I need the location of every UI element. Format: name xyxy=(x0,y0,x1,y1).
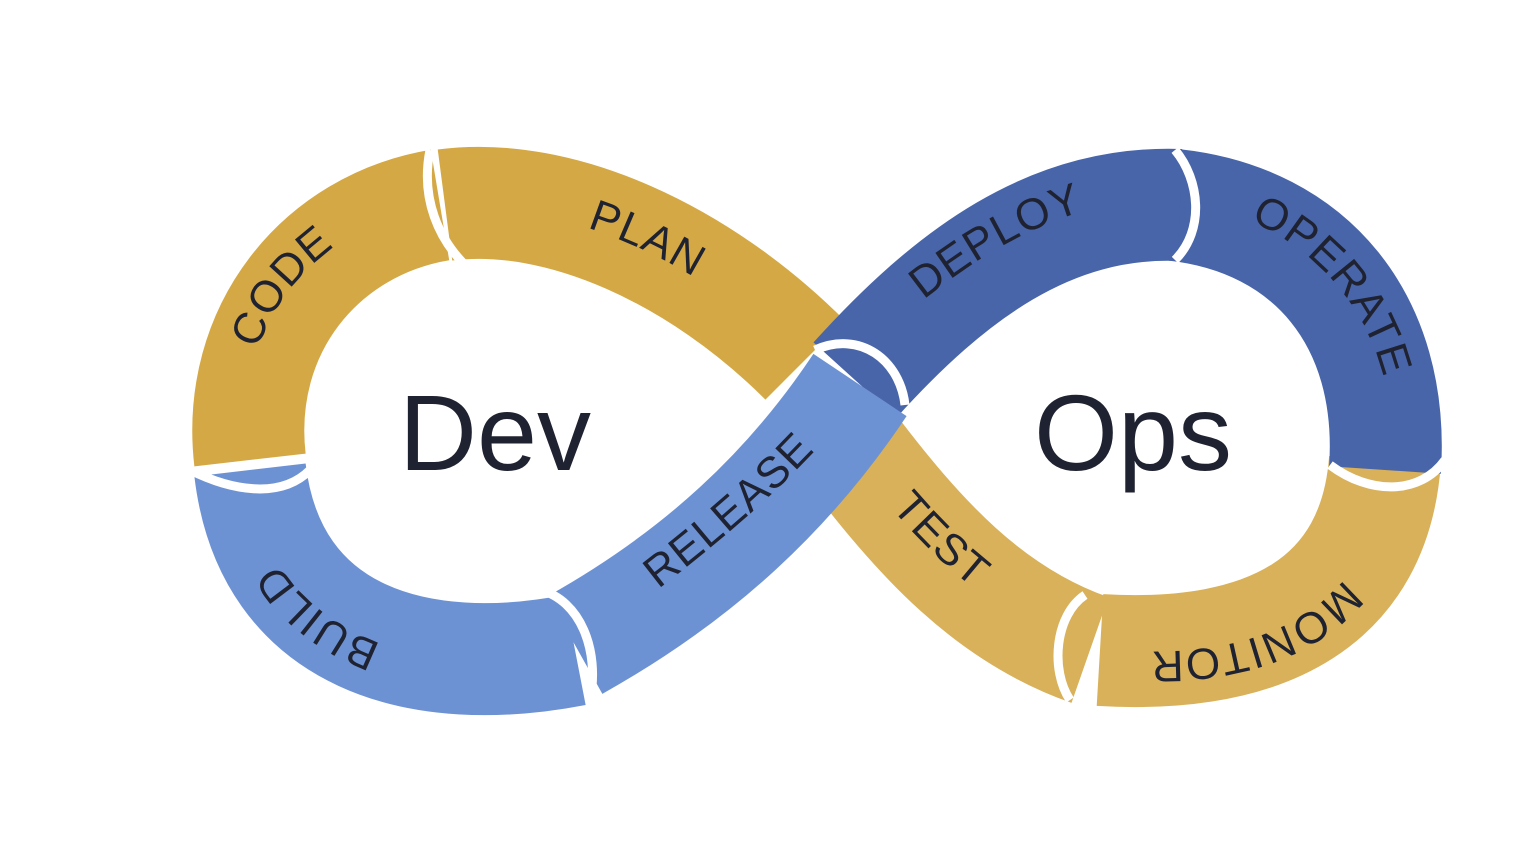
code-segment xyxy=(192,149,451,467)
separator-code-plan xyxy=(422,149,469,269)
separator-operate-deploy xyxy=(1171,147,1201,264)
monitor-segment xyxy=(1096,454,1441,707)
test-segment xyxy=(800,406,1110,703)
build-segment xyxy=(194,461,586,716)
separator-build-release xyxy=(538,585,598,701)
separator-monitor-operate xyxy=(1327,457,1449,492)
deploy-segment xyxy=(813,148,1183,418)
release-segment xyxy=(547,353,907,694)
operate-segment xyxy=(1167,149,1442,474)
separator-test-monitor xyxy=(1053,591,1088,703)
ops-title: Ops xyxy=(1034,372,1232,493)
plan-segment xyxy=(437,146,845,400)
separator-code-build xyxy=(187,465,314,494)
separator-release-crossing xyxy=(813,339,910,406)
dev-title: Dev xyxy=(399,372,591,493)
